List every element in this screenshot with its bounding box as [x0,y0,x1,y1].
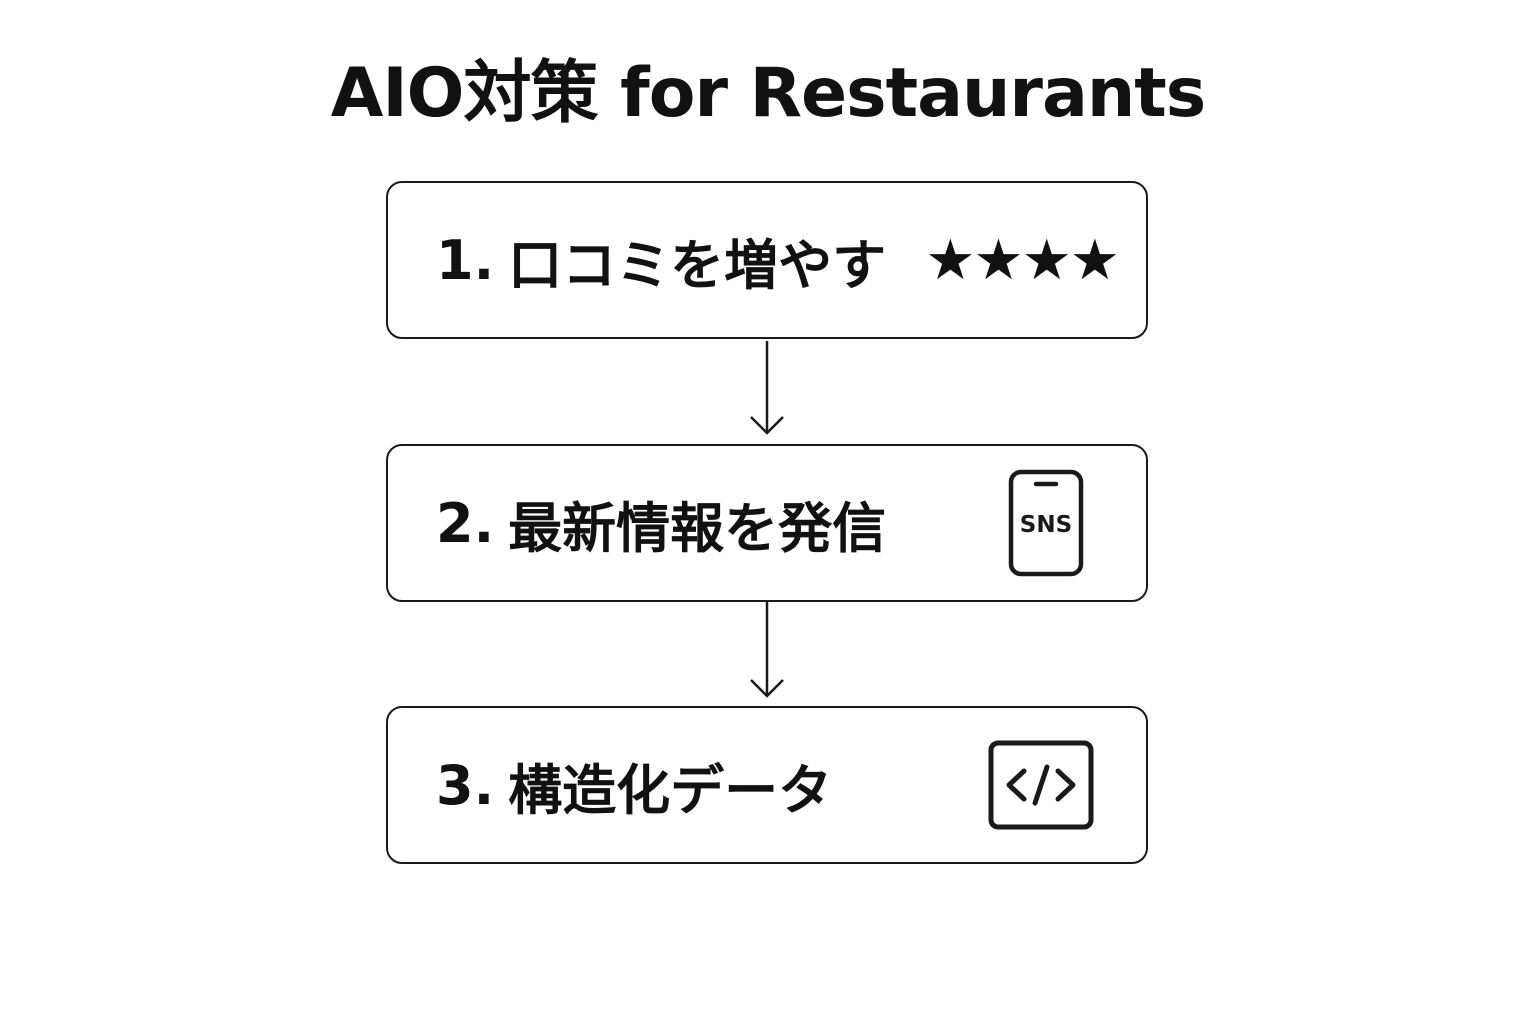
step-2-number: 2. [436,491,495,555]
arrow-down-icon [750,341,784,435]
step-1-text: 1. 口コミを増やす [436,183,886,337]
diagram-title: AIO対策 for Restaurants [330,54,1207,133]
step-2-label: 最新情報を発信 [508,496,887,560]
step-3-label: 構造化データ [508,758,833,822]
step-box-1: 1. 口コミを増やす ★★★★ [386,181,1148,339]
step-2-text: 2. 最新情報を発信 [436,446,886,600]
step-1-label: 口コミを増やす [508,233,887,297]
code-icon [988,708,1094,862]
sns-icon-text: SNS [1020,512,1072,538]
arrow-down-icon [750,602,784,698]
step-3-number: 3. [436,753,495,817]
step-box-3: 3. 構造化データ [386,706,1148,864]
star-icon: ★ [973,227,1023,293]
star-icon: ★ [925,227,975,293]
step-box-2: 2. 最新情報を発信 SNS [386,444,1148,602]
smartphone-sns-icon: SNS [1008,446,1084,600]
star-icon: ★ [1021,227,1072,293]
stars-icon: ★★★★ [925,183,1120,337]
star-icon: ★ [1069,227,1120,293]
step-1-number: 1. [436,228,495,292]
step-3-text: 3. 構造化データ [436,708,832,862]
